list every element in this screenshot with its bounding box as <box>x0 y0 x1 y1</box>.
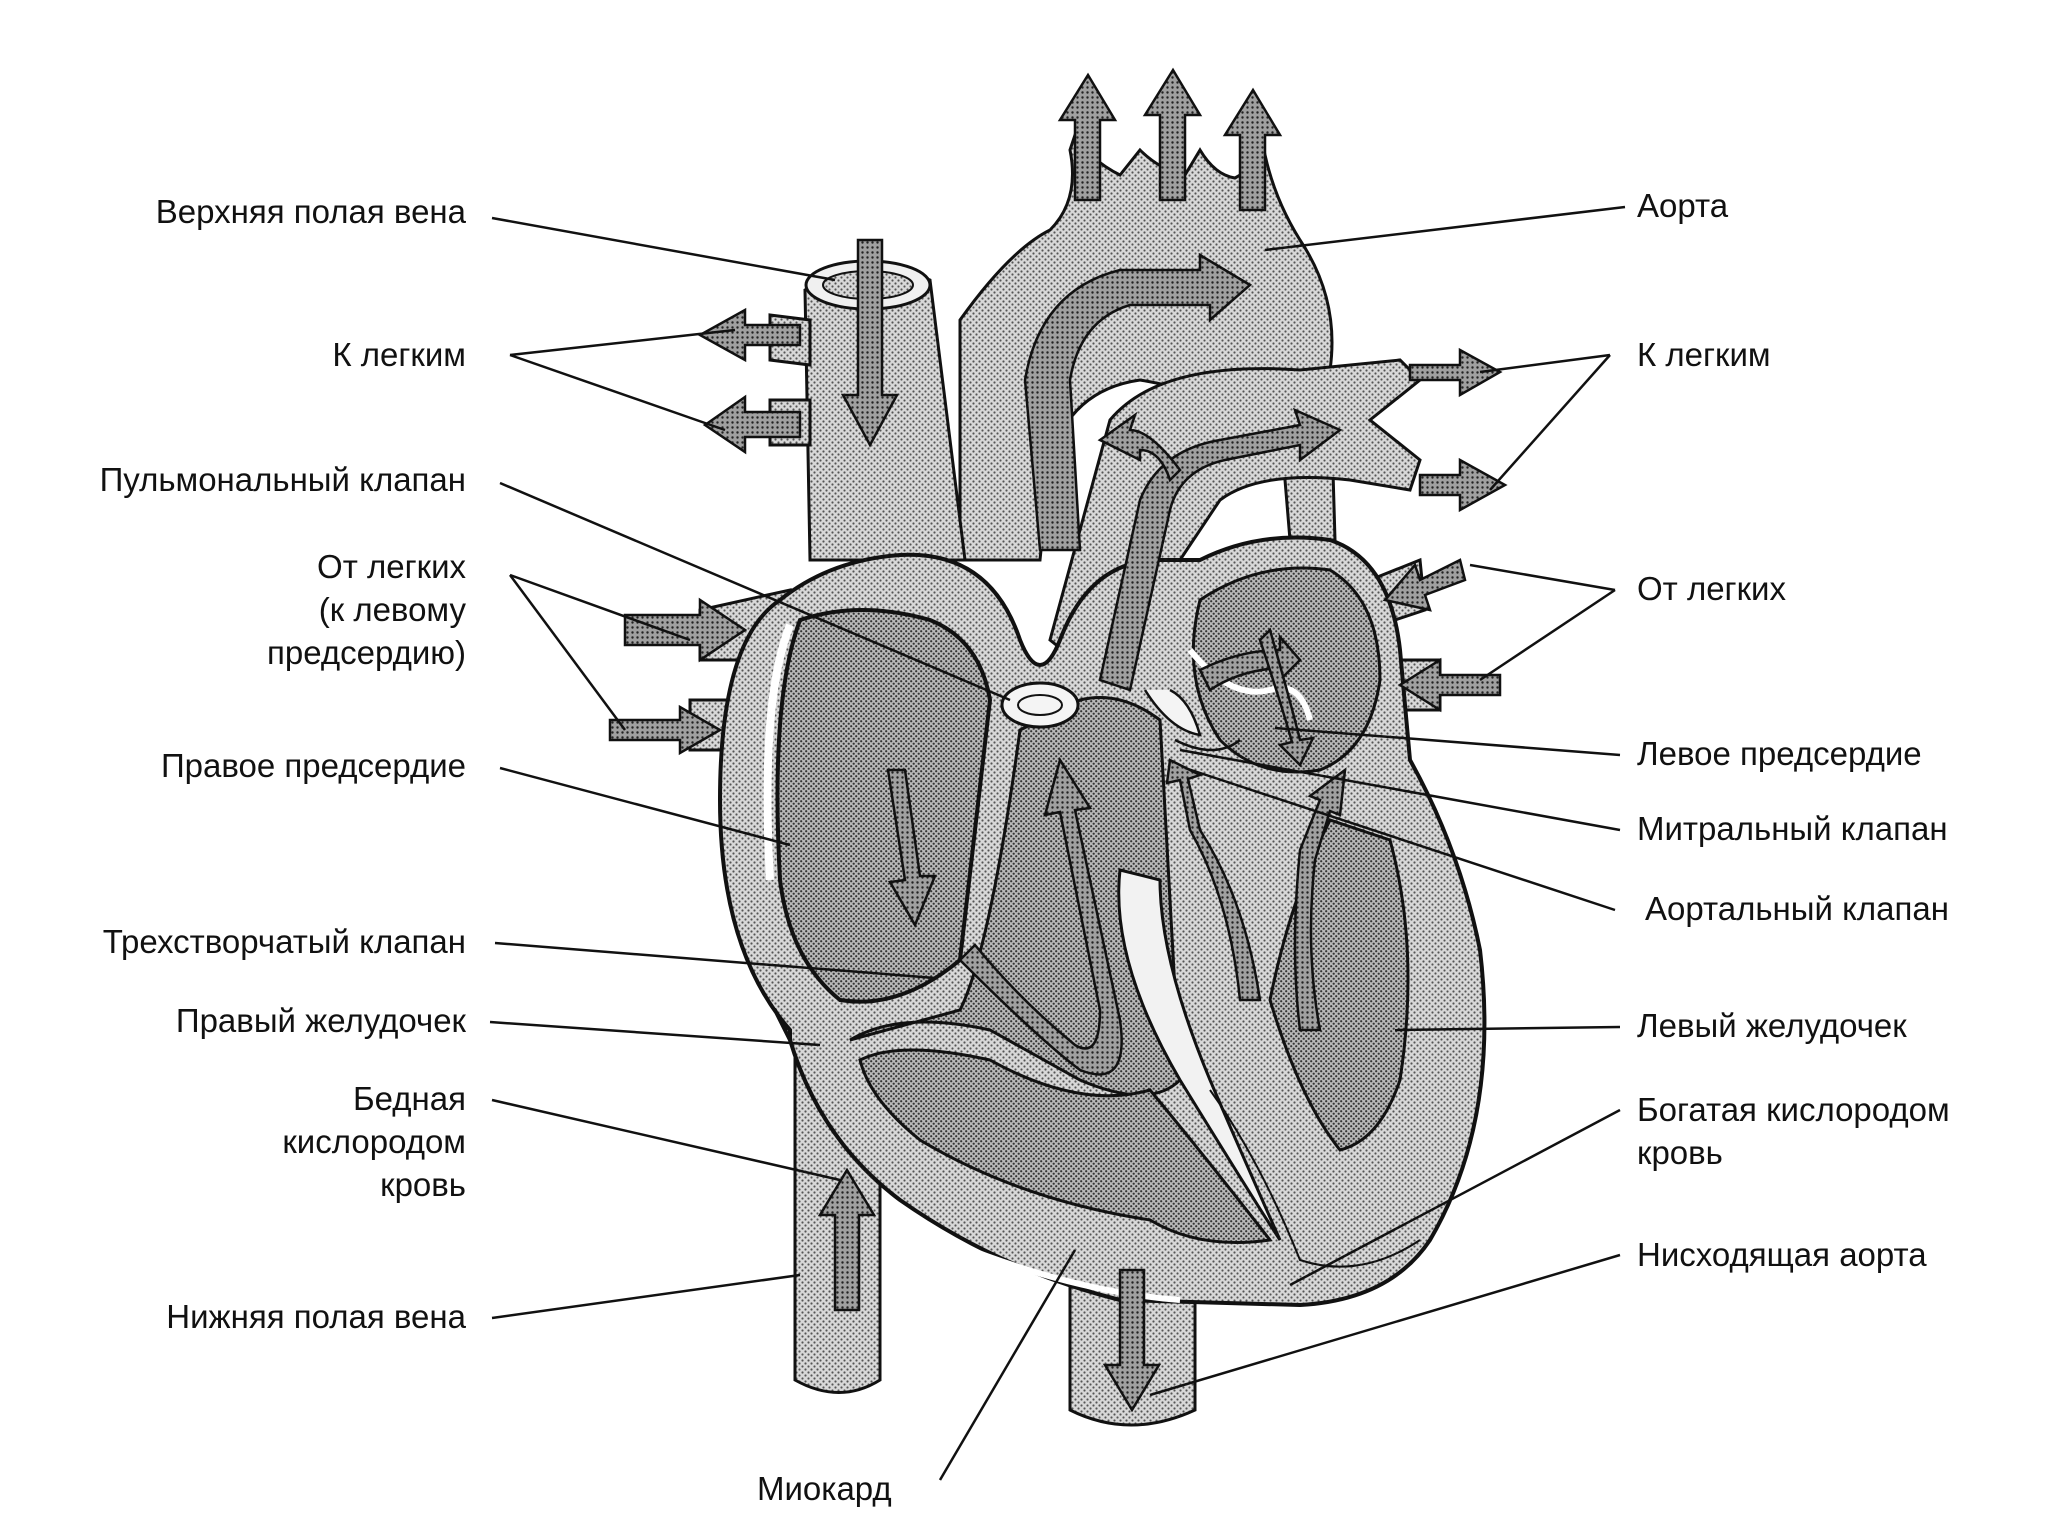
label-pulmonary-valve: Пульмональный клапан <box>99 461 466 498</box>
right-atrium-chamber <box>763 608 993 1004</box>
valves <box>1000 681 1241 752</box>
label-left-ventricle: Левый желудочек <box>1637 1007 1907 1044</box>
label-rich-blood: Богатая кислородом кровь <box>1637 1091 1950 1171</box>
label-poor-blood: Бедная кислородом кровь <box>282 1080 466 1203</box>
label-right-atrium: Правое предсердие <box>160 747 466 784</box>
label-from-lungs-right: От легких <box>1637 570 1786 607</box>
label-left-atrium: Левое предсердие <box>1637 735 1922 772</box>
label-tricuspid-valve: Трехстворчатый клапан <box>102 923 466 960</box>
flow-arrows <box>608 67 1508 1413</box>
label-to-lungs-right: К легким <box>1637 336 1771 373</box>
label-to-lungs-left: К легким <box>332 336 466 373</box>
myocardium-wall <box>858 1048 1421 1303</box>
label-inferior-vena-cava: Нижняя полая вена <box>166 1298 466 1335</box>
label-myocardium: Миокард <box>757 1470 892 1507</box>
label-mitral-valve: Митральный клапан <box>1637 810 1948 847</box>
label-from-lungs-left: От легких (к левому предсердию) <box>267 548 466 671</box>
label-aortic-valve: Аортальный клапан <box>1645 890 1949 927</box>
label-aorta: Аорта <box>1637 187 1729 224</box>
label-right-ventricle: Правый желудочек <box>175 1002 466 1039</box>
label-superior-vena-cava: Верхняя полая вена <box>155 193 466 230</box>
leader-lines <box>489 205 1626 1481</box>
label-descending-aorta: Нисходящая аорта <box>1637 1236 1927 1273</box>
